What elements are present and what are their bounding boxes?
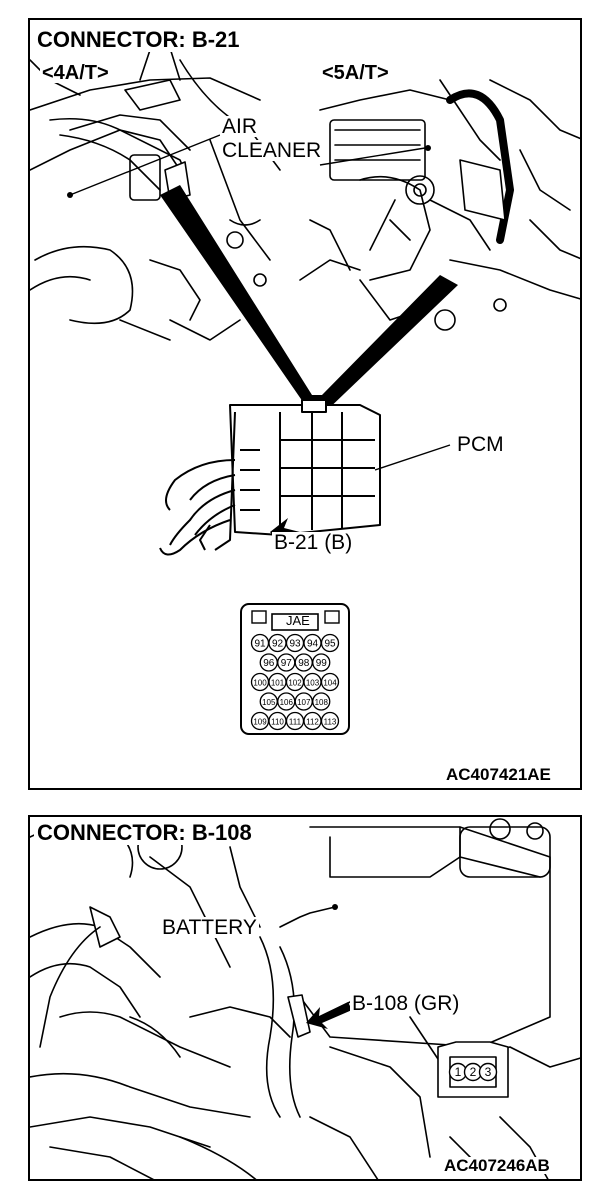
pin-label-91: 91 (254, 639, 266, 650)
pin-label-110: 110 (271, 718, 284, 727)
b108-connector-label: B-108 (GR) (350, 992, 462, 1015)
pin-label-105: 105 (262, 698, 276, 707)
pin-label-96: 96 (263, 658, 275, 669)
pin-label-3: 3 (485, 1065, 492, 1079)
pin-label-93: 93 (289, 639, 301, 650)
pin-label-97: 97 (281, 658, 293, 669)
pin-104 (320, 672, 340, 692)
pin-label-99: 99 (316, 658, 328, 669)
pin-label-107: 107 (297, 698, 311, 707)
air-cleaner-label-line1: AIR (220, 115, 260, 138)
connector-b21-title: CONNECTOR: B-21 (34, 28, 243, 52)
pin-95 (320, 633, 340, 653)
pin-label-101: 101 (271, 679, 285, 688)
b21-connector-label: B-21 (B) (272, 531, 355, 554)
battery-label: BATTERY (160, 916, 259, 939)
pin-108 (312, 692, 331, 711)
jae-brand-label: JAE (286, 613, 310, 628)
pin-label-104: 104 (323, 679, 337, 688)
pin-label-108: 108 (315, 698, 329, 707)
figure-code-bottom: AC407246AB (442, 1156, 552, 1175)
figure-code-top: AC407421AE (444, 765, 553, 784)
pin-label-100: 100 (253, 679, 267, 688)
air-cleaner-label-line2: CLEANER (220, 139, 324, 162)
pin-99 (312, 653, 331, 672)
variant-5at-label: <5A/T> (320, 62, 391, 84)
pin-label-92: 92 (272, 639, 284, 650)
variant-4at-label: <4A/T> (40, 62, 111, 84)
pin-label-112: 112 (306, 718, 319, 727)
pin-label-111: 111 (289, 718, 302, 727)
pin-label-98: 98 (298, 658, 310, 669)
pin-label-2: 2 (470, 1065, 477, 1079)
pin-label-109: 109 (253, 718, 267, 727)
pin-label-106: 106 (280, 698, 294, 707)
pin-3 (478, 1062, 498, 1082)
pin-label-94: 94 (307, 639, 319, 650)
engine-bay-illustration: 9192939495969798991001011021031041051061… (30, 47, 580, 735)
pin-label-95: 95 (324, 639, 336, 650)
pin-label-113: 113 (324, 718, 337, 727)
pin-113 (320, 711, 340, 731)
pcm-label: PCM (455, 433, 506, 456)
connector-b108-title: CONNECTOR: B-108 (34, 821, 255, 845)
pin-label-103: 103 (306, 679, 320, 688)
pin-label-102: 102 (288, 679, 302, 688)
pin-label-1: 1 (455, 1065, 462, 1079)
